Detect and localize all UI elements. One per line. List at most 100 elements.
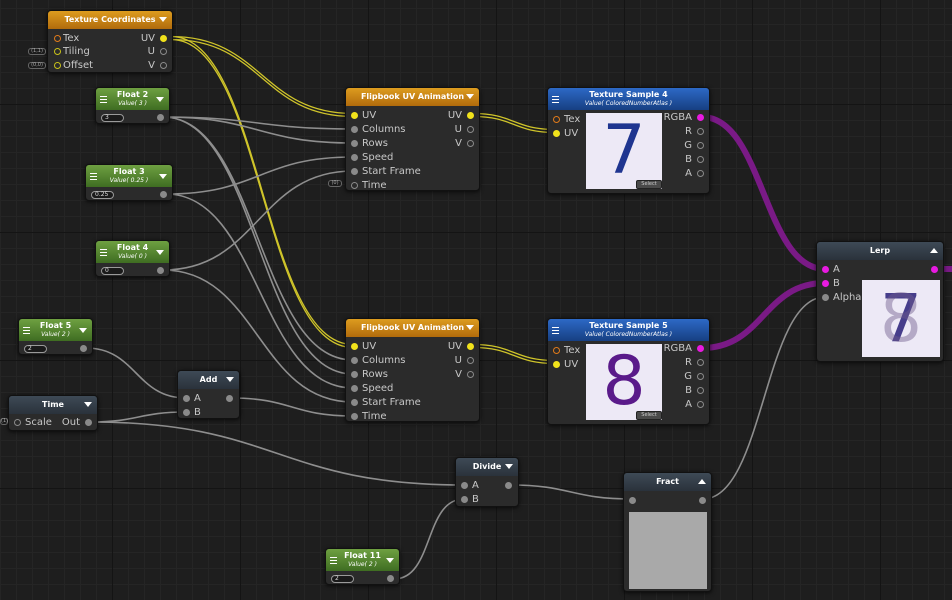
node-header[interactable]: Float 11 Value( 2 ) [326,549,399,571]
b-input-port[interactable] [822,280,829,287]
uv-input-port[interactable] [351,112,358,119]
node-header[interactable]: Float 4 Value( 0 ) [96,241,169,263]
float-output-port[interactable] [80,345,87,352]
b-input-port[interactable] [461,496,468,503]
uv-output-port[interactable] [467,343,474,350]
r-output-port[interactable] [697,128,704,135]
collapse-arrow-icon[interactable] [159,17,167,22]
menu-icon[interactable] [100,96,107,103]
u-output-port[interactable] [467,126,474,133]
float5-node[interactable]: Float 5 Value( 2 ) 2 [18,318,93,355]
collapse-arrow-icon[interactable] [156,97,164,102]
fract-node[interactable]: Fract [623,472,712,592]
node-header[interactable]: Flipbook UV Animation [346,319,479,337]
g-output-port[interactable] [697,142,704,149]
texture-sample-4-node[interactable]: Texture Sample 4 Value( ColoredNumberAtl… [547,87,710,194]
collapse-arrow-icon[interactable] [505,464,513,469]
node-header[interactable]: Add [178,371,239,389]
v-output-port[interactable] [467,140,474,147]
fract-output-port[interactable] [699,497,706,504]
collapse-arrow-icon[interactable] [930,248,938,253]
collapse-arrow-icon[interactable] [226,377,234,382]
float-output-port[interactable] [157,114,164,121]
uv-input-port[interactable] [351,343,358,350]
node-header[interactable]: Divide [456,458,518,476]
g-output-port[interactable] [697,373,704,380]
select-texture-button[interactable]: Select [636,180,662,189]
a-input-port[interactable] [461,482,468,489]
tex-input-port[interactable] [553,116,560,123]
float11-node[interactable]: Float 11 Value( 2 ) 2 [325,548,400,585]
fract-input-port[interactable] [629,497,636,504]
u-output-port[interactable] [467,357,474,364]
node-header[interactable]: Float 5 Value( 2 ) [19,319,92,341]
a-output-port[interactable] [697,401,704,408]
add-node[interactable]: Add A B [177,370,240,419]
rows-input-port[interactable] [351,371,358,378]
menu-icon[interactable] [90,173,97,180]
uv-input-port[interactable] [553,130,560,137]
node-header[interactable]: Flipbook UV Animation [346,88,479,106]
node-header[interactable]: Texture Coordinates [48,11,172,29]
speed-input-port[interactable] [351,154,358,161]
float-value-field[interactable]: 0 [101,267,124,275]
node-header[interactable]: Texture Sample 4 Value( ColoredNumberAtl… [548,88,709,110]
a-input-port[interactable] [822,266,829,273]
u-output-port[interactable] [160,48,167,55]
collapse-arrow-icon[interactable] [466,325,474,330]
scale-input-port[interactable] [14,419,21,426]
b-output-port[interactable] [697,156,704,163]
tex-input-port[interactable] [54,35,61,42]
menu-icon[interactable] [100,249,107,256]
tex-input-port[interactable] [553,347,560,354]
time-input-port[interactable] [351,413,358,420]
collapse-arrow-icon[interactable] [159,174,167,179]
v-output-port[interactable] [160,62,167,69]
uv-input-port[interactable] [553,361,560,368]
texture-sample-5-node[interactable]: Texture Sample 5 Value( ColoredNumberAtl… [547,318,710,425]
collapse-arrow-icon[interactable] [79,328,87,333]
offset-default-tag[interactable]: (0,0) [28,62,46,69]
time-input-port[interactable] [351,182,358,189]
collapse-arrow-icon[interactable] [84,402,92,407]
offset-input-port[interactable] [54,62,61,69]
uv-output-port[interactable] [467,112,474,119]
collapse-arrow-icon[interactable] [386,558,394,563]
scale-default-tag[interactable]: (1) [0,418,9,425]
texture-coordinates-node[interactable]: Texture Coordinates Tex Tiling Offset UV… [47,10,173,73]
a-output-port[interactable] [697,170,704,177]
flipbook-uv-animation-node-2[interactable]: Flipbook UV Animation UV Columns Rows Sp… [345,318,480,422]
alpha-input-port[interactable] [822,294,829,301]
float-value-field[interactable]: 2 [24,345,47,353]
rgba-output-port[interactable] [697,345,704,352]
float-value-field[interactable]: 3 [101,114,124,122]
lerp-output-port[interactable] [931,266,938,273]
menu-icon[interactable] [552,96,559,103]
lerp-node[interactable]: Lerp A B Alpha 7 8 [816,241,944,362]
r-output-port[interactable] [697,359,704,366]
float4-node[interactable]: Float 4 Value( 0 ) 0 [95,240,170,277]
b-input-port[interactable] [183,409,190,416]
uv-output-port[interactable] [160,35,167,42]
float-output-port[interactable] [157,267,164,274]
start-frame-input-port[interactable] [351,399,358,406]
divide-output-port[interactable] [505,482,512,489]
tiling-default-tag[interactable]: (1,1) [28,48,46,55]
select-texture-button[interactable]: Select [636,411,662,420]
columns-input-port[interactable] [351,126,358,133]
time-node[interactable]: Time Scale Out [8,395,98,431]
columns-input-port[interactable] [351,357,358,364]
start-frame-input-port[interactable] [351,168,358,175]
rgba-output-port[interactable] [697,114,704,121]
node-header[interactable]: Float 3 Value( 0.25 ) [86,165,172,187]
collapse-arrow-icon[interactable] [156,250,164,255]
collapse-arrow-icon[interactable] [698,479,706,484]
menu-icon[interactable] [23,327,30,334]
b-output-port[interactable] [697,387,704,394]
menu-icon[interactable] [552,327,559,334]
float-value-field[interactable]: 0.25 [91,191,114,199]
menu-icon[interactable] [330,557,337,564]
collapse-arrow-icon[interactable] [466,94,474,99]
out-output-port[interactable] [85,419,92,426]
node-header[interactable]: Texture Sample 5 Value( ColoredNumberAtl… [548,319,709,341]
